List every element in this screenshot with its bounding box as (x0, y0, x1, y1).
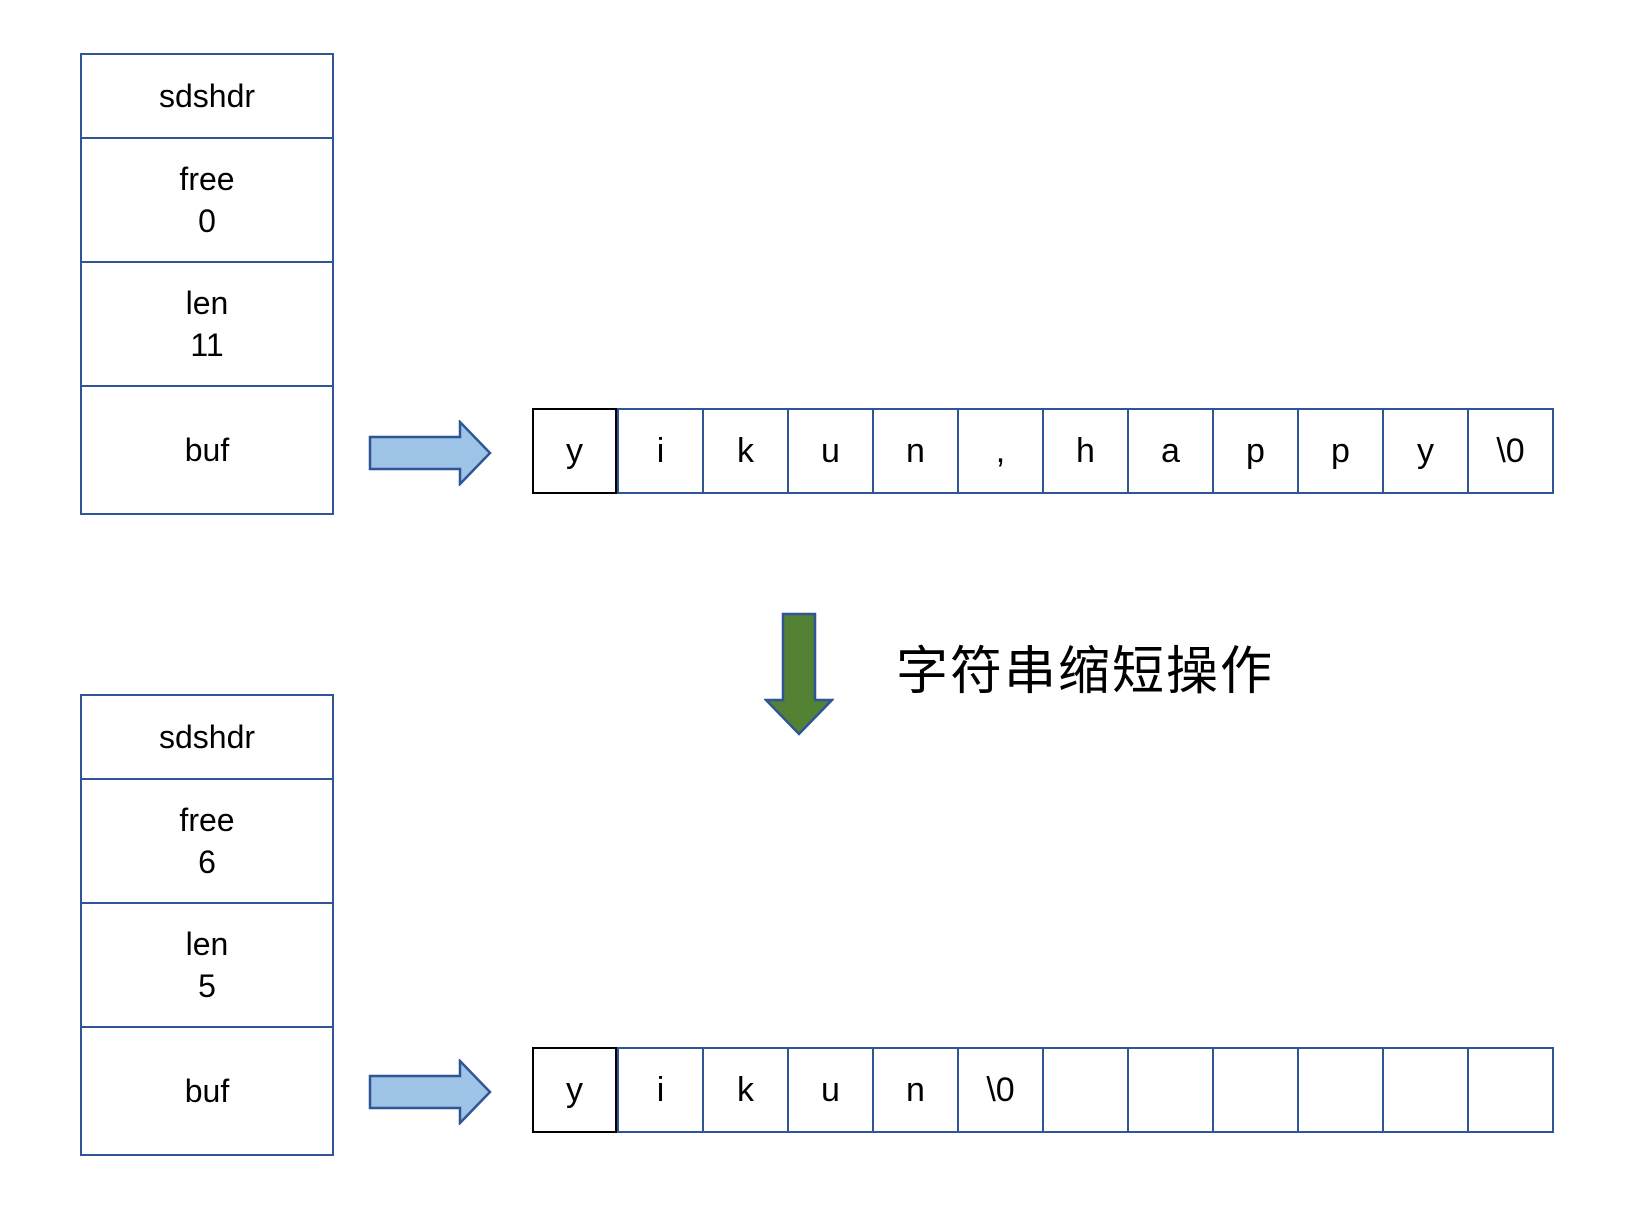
sdshdr-title: sdshdr (158, 78, 256, 114)
sdshdr-after: sdshdr free 6 len 5 buf (80, 694, 334, 1156)
buf-field: buf (82, 387, 332, 513)
buf-char-cell: n (872, 1049, 957, 1131)
buf-char-cell (1212, 1049, 1297, 1131)
buf-char-cell (1467, 1049, 1552, 1131)
buf-pointer-arrow-icon (368, 1059, 492, 1125)
free-value: 0 (198, 203, 216, 239)
buf-field: buf (82, 1028, 332, 1154)
buf-char-cell (1382, 1049, 1467, 1131)
buf-char-cell: \0 (957, 1049, 1042, 1131)
buf-char-cell: p (1212, 410, 1297, 492)
buf-char-cell (1127, 1049, 1212, 1131)
buf-char-cell: y (532, 408, 617, 494)
buf-char-cell: u (787, 1049, 872, 1131)
buf-char-cell: , (957, 410, 1042, 492)
free-field: free 0 (82, 139, 332, 263)
buf-char-cell: n (872, 410, 957, 492)
buf-label: buf (184, 1073, 230, 1109)
buf-label: buf (184, 432, 230, 468)
buf-char-cell: k (702, 1049, 787, 1131)
buf-char-cell: i (617, 410, 702, 492)
buf-char-cell (1042, 1049, 1127, 1131)
buf-char-cell: a (1127, 410, 1212, 492)
len-label: len (185, 285, 229, 321)
free-field: free 6 (82, 780, 332, 904)
buf-char-cell: \0 (1467, 410, 1552, 492)
buf-char-cell: y (1382, 410, 1467, 492)
free-value: 6 (198, 844, 216, 880)
operation-label: 字符串缩短操作 (896, 642, 1275, 702)
len-value: 11 (190, 327, 224, 363)
sdshdr-before: sdshdr free 0 len 11 buf (80, 53, 334, 515)
buf-char-cell: i (617, 1049, 702, 1131)
buf-pointer-arrow-icon (368, 420, 492, 486)
len-field: len 5 (82, 904, 332, 1028)
buf-char-cell: u (787, 410, 872, 492)
buf-char-cell: k (702, 410, 787, 492)
buf-char-cell: p (1297, 410, 1382, 492)
free-label: free (179, 161, 235, 197)
shrink-arrow-icon (764, 612, 834, 736)
len-field: len 11 (82, 263, 332, 387)
buf-char-cell: y (532, 1047, 617, 1133)
sdshdr-title-cell: sdshdr (82, 696, 332, 780)
sdshdr-title: sdshdr (158, 719, 256, 755)
buf-char-cell (1297, 1049, 1382, 1131)
sdshdr-title-cell: sdshdr (82, 55, 332, 139)
free-label: free (179, 802, 235, 838)
buf-char-cell: h (1042, 410, 1127, 492)
len-label: len (185, 926, 229, 962)
len-value: 5 (198, 968, 216, 1004)
